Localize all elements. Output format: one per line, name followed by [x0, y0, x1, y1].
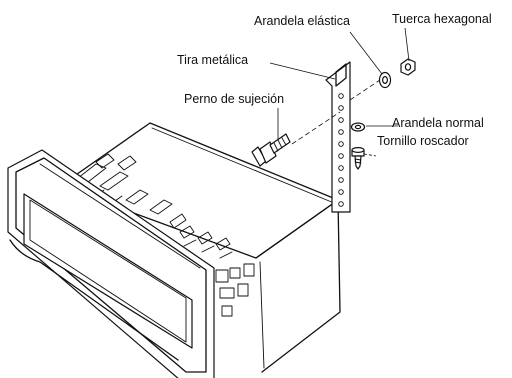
label-spring-washer: Arandela elástica: [254, 14, 350, 28]
rear-connectors: [215, 263, 255, 317]
label-metal-strap: Tira metálica: [177, 53, 248, 67]
label-plain-washer: Arandela normal: [392, 116, 484, 130]
label-mounting-bolt: Perno de sujeción: [184, 92, 284, 106]
front-bezel: [7, 149, 215, 378]
plain-washer: [350, 122, 366, 132]
mounting-bolt: [251, 133, 291, 167]
spring-washer: [378, 71, 392, 89]
leader-lines: [269, 27, 410, 140]
strap-holes: [338, 93, 344, 207]
metal-strap: [325, 61, 351, 213]
hex-nut: [400, 58, 416, 76]
tapping-screw: [351, 147, 377, 170]
label-tapping-screw: Tornillo roscador: [377, 134, 469, 148]
label-hex-nut: Tuerca hexagonal: [392, 12, 492, 26]
vent-slots: [71, 153, 233, 259]
